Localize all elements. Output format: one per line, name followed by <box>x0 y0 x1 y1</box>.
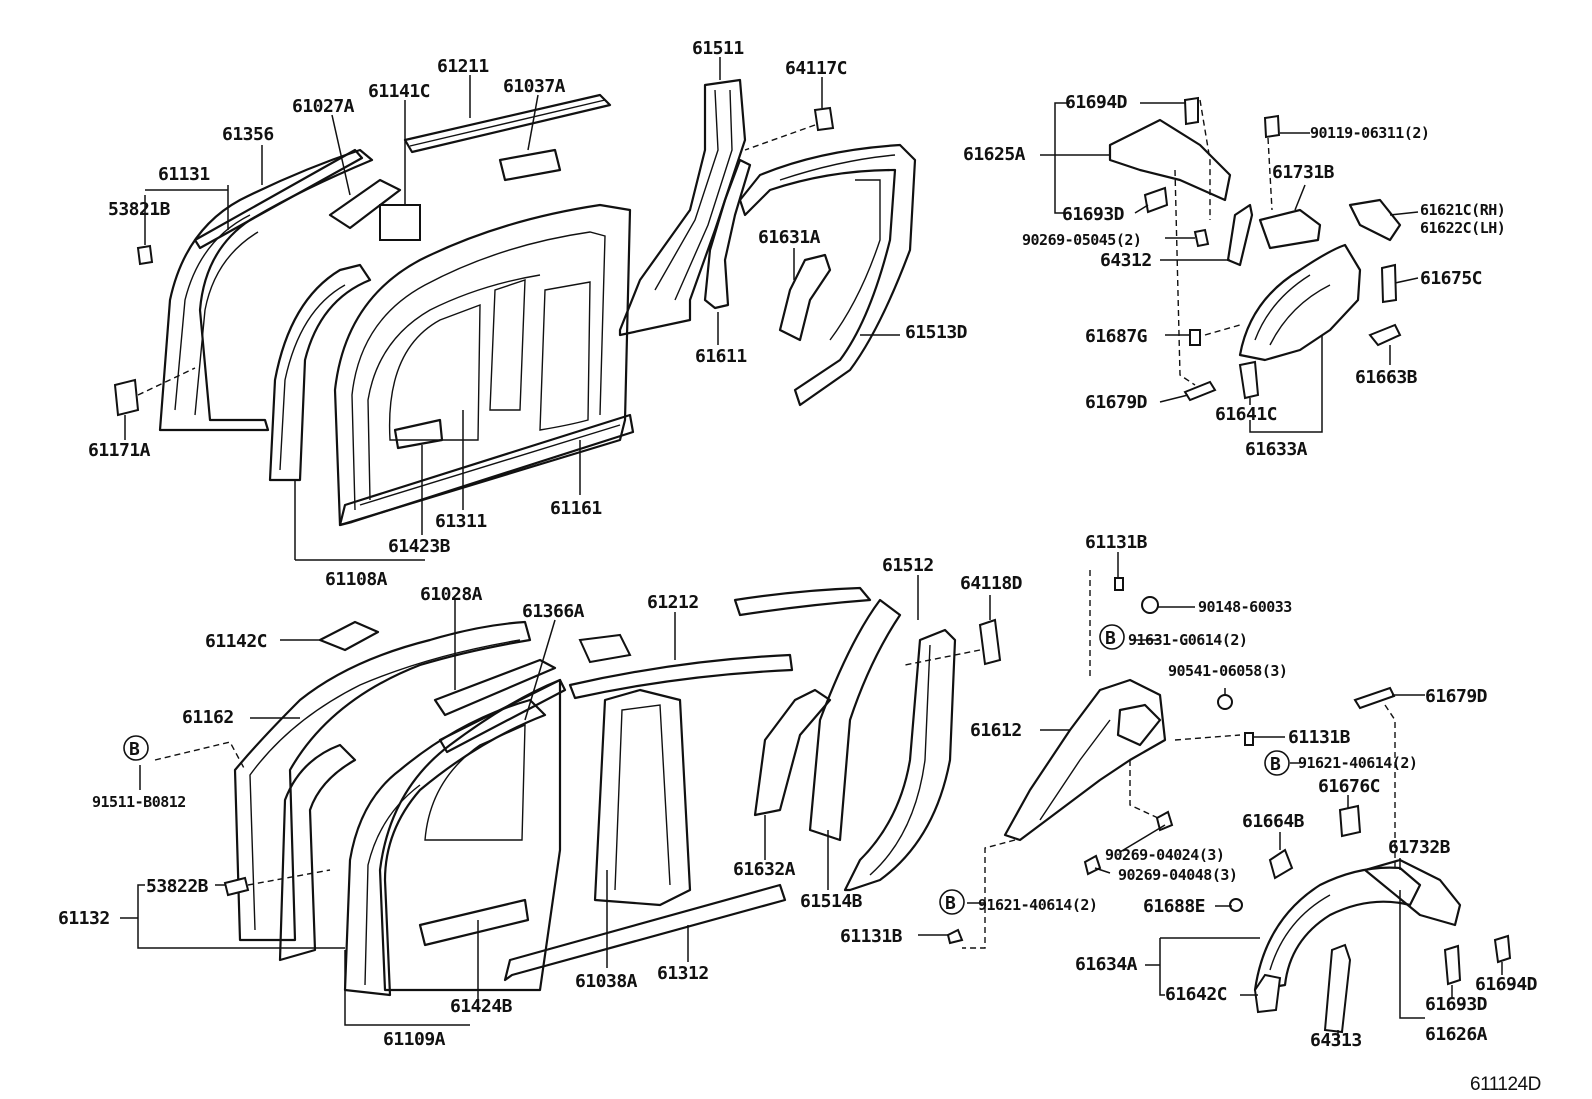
label-61631A: 61631A <box>758 227 821 248</box>
label-90269-05045: 90269-05045(2) <box>1022 231 1141 249</box>
label-61676C: 61676C <box>1318 776 1380 797</box>
label-61625A: 61625A <box>963 144 1026 165</box>
front-side-panel-illustration <box>113 93 635 527</box>
label-61693D-top: 61693D <box>1062 204 1125 225</box>
label-61632A: 61632A <box>733 859 796 880</box>
leader-lines <box>120 57 1503 1045</box>
label-61622C-lh: 61622C(LH) <box>1420 219 1505 237</box>
svg-text:B: B <box>129 739 140 760</box>
callout-b-1: B <box>123 735 149 761</box>
label-61131B-mid: 61131B <box>1288 727 1351 748</box>
figure-code: 611124D <box>1470 1074 1541 1095</box>
label-90269-04024: 90269-04024(3) <box>1105 846 1224 864</box>
rh-side-panel-illustration <box>154 620 794 997</box>
label-61679D-bot: 61679D <box>1425 686 1488 707</box>
label-61108A: 61108A <box>325 569 388 590</box>
label-91621-40614-left: 91621-40614(2) <box>978 896 1097 914</box>
label-61641C: 61641C <box>1215 404 1277 425</box>
label-61171A: 61171A <box>88 440 151 461</box>
part-labels: 61511 64117C 61211 61141C 61037A 61027A … <box>58 38 1541 1095</box>
label-61663B: 61663B <box>1355 367 1418 388</box>
label-61424B: 61424B <box>450 996 513 1017</box>
label-61675C: 61675C <box>1420 268 1482 289</box>
label-64117C: 64117C <box>785 58 847 79</box>
rear-wheelhouse-illustration <box>1108 96 1402 402</box>
label-61131B-top: 61131B <box>1085 532 1148 553</box>
callout-b-3: B <box>1264 750 1290 776</box>
label-61612: 61612 <box>970 720 1022 741</box>
label-61664B: 61664B <box>1242 811 1305 832</box>
rear-pillar-rh-illustration <box>733 586 1002 892</box>
label-61633A: 61633A <box>1245 439 1308 460</box>
label-91621-40614-right: 91621-40614(2) <box>1298 754 1417 772</box>
rear-pillar-illustration <box>618 78 917 407</box>
label-61366A: 61366A <box>522 601 585 622</box>
label-61694D-bot: 61694D <box>1475 974 1538 995</box>
rear-wheelhouse-rh-illustration <box>946 570 1512 1034</box>
svg-text:B: B <box>945 893 956 914</box>
label-61311: 61311 <box>435 511 487 532</box>
label-61693D-bot: 61693D <box>1425 994 1488 1015</box>
label-61027A: 61027A <box>292 96 355 117</box>
label-61142C: 61142C <box>205 631 267 652</box>
label-61131B-bot: 61131B <box>840 926 903 947</box>
label-61626A: 61626A <box>1425 1024 1488 1045</box>
label-61611: 61611 <box>695 346 747 367</box>
label-61513D: 61513D <box>905 322 968 343</box>
label-61621C-rh: 61621C(RH) <box>1420 201 1505 219</box>
label-61732B: 61732B <box>1388 837 1451 858</box>
svg-text:B: B <box>1105 628 1116 649</box>
label-90541-06058: 90541-06058(3) <box>1168 662 1287 680</box>
label-90269-04048: 90269-04048(3) <box>1118 866 1237 884</box>
label-61679D-top: 61679D <box>1085 392 1148 413</box>
label-90148-60033: 90148-60033 <box>1198 598 1292 616</box>
label-61642C: 61642C <box>1165 984 1227 1005</box>
callout-b-4: B <box>939 889 965 915</box>
label-61356: 61356 <box>222 124 274 145</box>
label-61161: 61161 <box>550 498 602 519</box>
label-90119-06311: 90119-06311(2) <box>1310 124 1429 142</box>
label-61037A: 61037A <box>503 76 566 97</box>
label-61511: 61511 <box>692 38 744 59</box>
label-61141C: 61141C <box>368 81 430 102</box>
label-91511-B0812: 91511-B0812 <box>92 793 186 811</box>
svg-text:B: B <box>1270 754 1281 775</box>
label-61687G: 61687G <box>1085 326 1147 347</box>
label-61131: 61131 <box>158 164 210 185</box>
label-61423B: 61423B <box>388 536 451 557</box>
label-61688E: 61688E <box>1143 896 1205 917</box>
callout-b-2: B <box>1099 624 1125 650</box>
label-61312: 61312 <box>657 963 709 984</box>
label-61512: 61512 <box>882 555 934 576</box>
label-61694D-top: 61694D <box>1065 92 1128 113</box>
label-91631-G0614: 91631-G0614(2) <box>1128 631 1247 649</box>
label-61132: 61132 <box>58 908 110 929</box>
label-61514B: 61514B <box>800 891 863 912</box>
label-61634A: 61634A <box>1075 954 1138 975</box>
label-61212: 61212 <box>647 592 699 613</box>
label-64118D: 64118D <box>960 573 1023 594</box>
label-61109A: 61109A <box>383 1029 446 1050</box>
label-53822B: 53822B <box>146 876 209 897</box>
label-61162: 61162 <box>182 707 234 728</box>
label-61028A: 61028A <box>420 584 483 605</box>
label-64312: 64312 <box>1100 250 1152 271</box>
label-64313: 64313 <box>1310 1030 1362 1051</box>
label-61731B: 61731B <box>1272 162 1335 183</box>
label-61038A: 61038A <box>575 971 638 992</box>
label-53821B: 53821B <box>108 199 171 220</box>
label-61211: 61211 <box>437 56 489 77</box>
